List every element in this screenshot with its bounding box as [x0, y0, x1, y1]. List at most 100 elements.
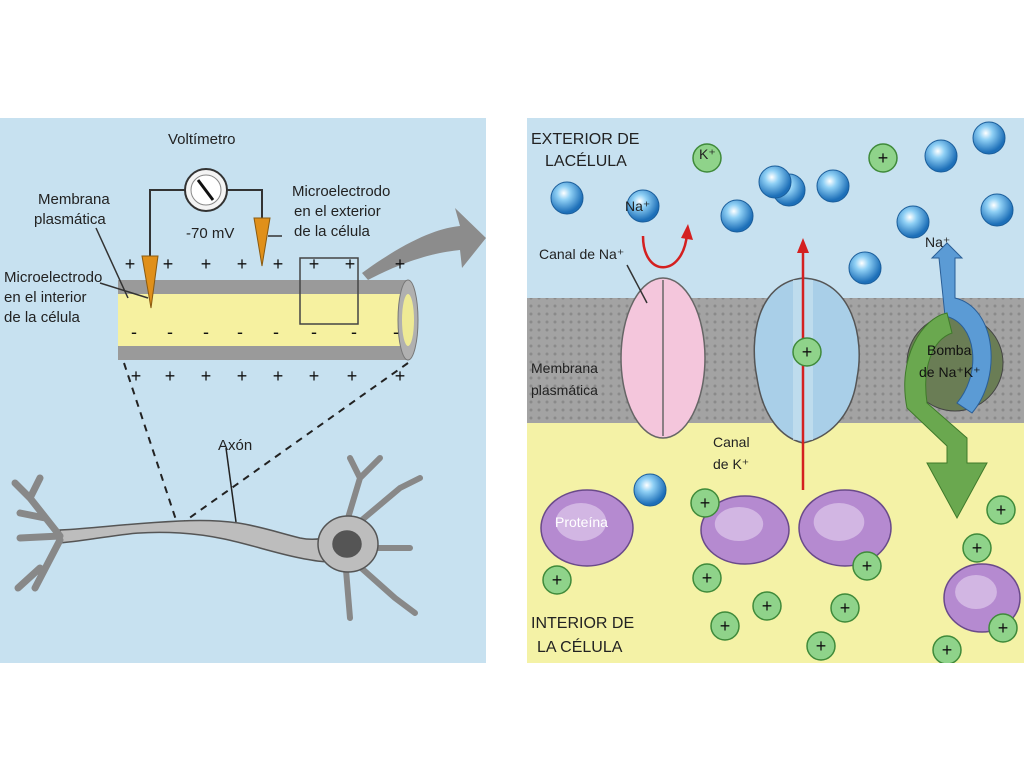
sodium-ion — [720, 199, 754, 233]
inner-electrode-label-line1: Microelectrodo — [4, 269, 103, 286]
sodium-ion — [924, 139, 958, 173]
zoom-box — [299, 257, 359, 325]
positive-charge: + — [309, 366, 320, 386]
positive-charge: + — [131, 366, 142, 386]
sodium-ion — [980, 193, 1014, 227]
potassium-ion — [542, 565, 572, 595]
positive-charge: + — [201, 254, 212, 274]
interior-label-line2: LA CÉLULA — [537, 639, 623, 656]
membrane-label-line2: plasmática — [34, 211, 106, 228]
negative-charge: - — [131, 322, 137, 342]
na-ion-label: Na⁺ — [625, 198, 651, 214]
potassium-ion-sign: + — [878, 148, 889, 168]
sodium-ion — [758, 165, 792, 199]
pump-label-line2: de Na⁺K⁺ — [919, 364, 981, 380]
exterior-label-line2: LACÉLULA — [545, 153, 627, 170]
potassium-ion-sign: + — [942, 640, 953, 660]
negative-charge: - — [203, 322, 209, 342]
potassium-ion-sign: + — [972, 538, 983, 558]
potassium-ion-sign: + — [762, 596, 773, 616]
voltmeter-icon — [184, 168, 228, 212]
potassium-ion-sign: + — [862, 556, 873, 576]
na-k-pump — [904, 242, 1004, 520]
potassium-ion — [932, 635, 962, 663]
pump-na-label: Na⁺ — [925, 234, 951, 250]
sodium-ion — [972, 121, 1006, 155]
proteins — [540, 489, 1021, 633]
potassium-ion-sign: + — [802, 342, 813, 362]
potassium-ion — [692, 143, 722, 173]
negative-charge: - — [167, 322, 173, 342]
potassium-ion — [852, 551, 882, 581]
potassium-ion-sign: + — [816, 636, 827, 656]
potassium-ion-sign: + — [840, 598, 851, 618]
potassium-ion — [868, 143, 898, 173]
wire-inner — [149, 189, 188, 258]
positive-charge: + — [309, 254, 320, 274]
left-diagram: ++++++++++++++++-------- — [11, 168, 486, 621]
na-arrow — [641, 233, 689, 269]
membrane-label-line1: Membrana — [531, 360, 598, 376]
neuron — [11, 455, 423, 621]
negative-charge: - — [273, 322, 279, 342]
sodium-ion — [896, 205, 930, 239]
potassium-ion-sign: + — [552, 570, 563, 590]
potassium-ion — [690, 488, 720, 518]
na-channel-label: Canal de Na⁺ — [539, 246, 625, 262]
negative-charge: - — [393, 322, 399, 342]
sodium-ions — [550, 121, 1014, 507]
negative-charge: - — [311, 322, 317, 342]
k-ion-label: K⁺ — [699, 146, 716, 162]
potassium-ion — [986, 495, 1016, 525]
sodium-ion — [633, 473, 667, 507]
positive-charge: + — [201, 366, 212, 386]
inner-electrode — [141, 255, 159, 309]
voltage-reading: -70 mV — [186, 225, 235, 242]
outer-electrode-label-line1: Microelectrodo — [292, 183, 391, 200]
resting-potential-panel: ++++++++++++++++-------- Voltímetro -70 … — [0, 118, 486, 663]
negative-charge: - — [351, 322, 357, 342]
positive-charge: + — [237, 366, 248, 386]
potassium-ion — [830, 593, 860, 623]
membrane-label-line1: Membrana — [38, 191, 110, 208]
protein-label: Proteína — [555, 514, 608, 530]
pump-label-line1: Bomba — [927, 342, 972, 358]
potassium-ion — [792, 337, 822, 367]
sodium-ion — [550, 181, 584, 215]
sodium-ion — [848, 251, 882, 285]
k-channel-label-line2: de K⁺ — [713, 456, 750, 472]
positive-charge: + — [345, 254, 356, 274]
negative-charge: - — [237, 322, 243, 342]
sodium-channel — [620, 277, 706, 439]
outer-electrode-label-line2: en el exterior — [294, 203, 381, 220]
positive-charge: + — [395, 254, 406, 274]
sodium-ion — [816, 169, 850, 203]
ion-transport-panel: ++++++++++++++ EXTERIOR DE LACÉLULA INTE… — [527, 118, 1024, 663]
k-channel-label-line1: Canal — [713, 434, 750, 450]
inner-electrode-label-line2: en el interior — [4, 289, 87, 306]
positive-charge: + — [165, 366, 176, 386]
zoom-arrow — [362, 208, 486, 280]
potassium-ion-sign: + — [702, 568, 713, 588]
axon-label: Axón — [218, 437, 253, 454]
right-diagram: ++++++++++++++ — [527, 118, 1024, 663]
positive-charge: + — [163, 254, 174, 274]
axon-cylinder — [118, 279, 419, 361]
positive-charge: + — [273, 366, 284, 386]
membrane-label-line2: plasmática — [531, 382, 598, 398]
potassium-ion — [710, 611, 740, 641]
potassium-ion-sign: + — [720, 616, 731, 636]
interior-label-line1: INTERIOR DE — [531, 615, 635, 632]
outer-electrode — [253, 217, 271, 267]
potassium-ions: ++++++++++++++ — [542, 143, 1018, 663]
inner-electrode-label-line3: de la célula — [4, 309, 80, 326]
potassium-ion-sign: + — [700, 493, 711, 513]
membrane-charges: ++++++++++++++++-------- — [125, 254, 406, 386]
outer-electrode-label-line3: de la célula — [294, 223, 370, 240]
positive-charge: + — [237, 254, 248, 274]
positive-charge: + — [273, 254, 284, 274]
voltmeter-label: Voltímetro — [168, 131, 236, 148]
positive-charge: + — [395, 366, 406, 386]
positive-charge: + — [347, 366, 358, 386]
potassium-ion — [752, 591, 782, 621]
